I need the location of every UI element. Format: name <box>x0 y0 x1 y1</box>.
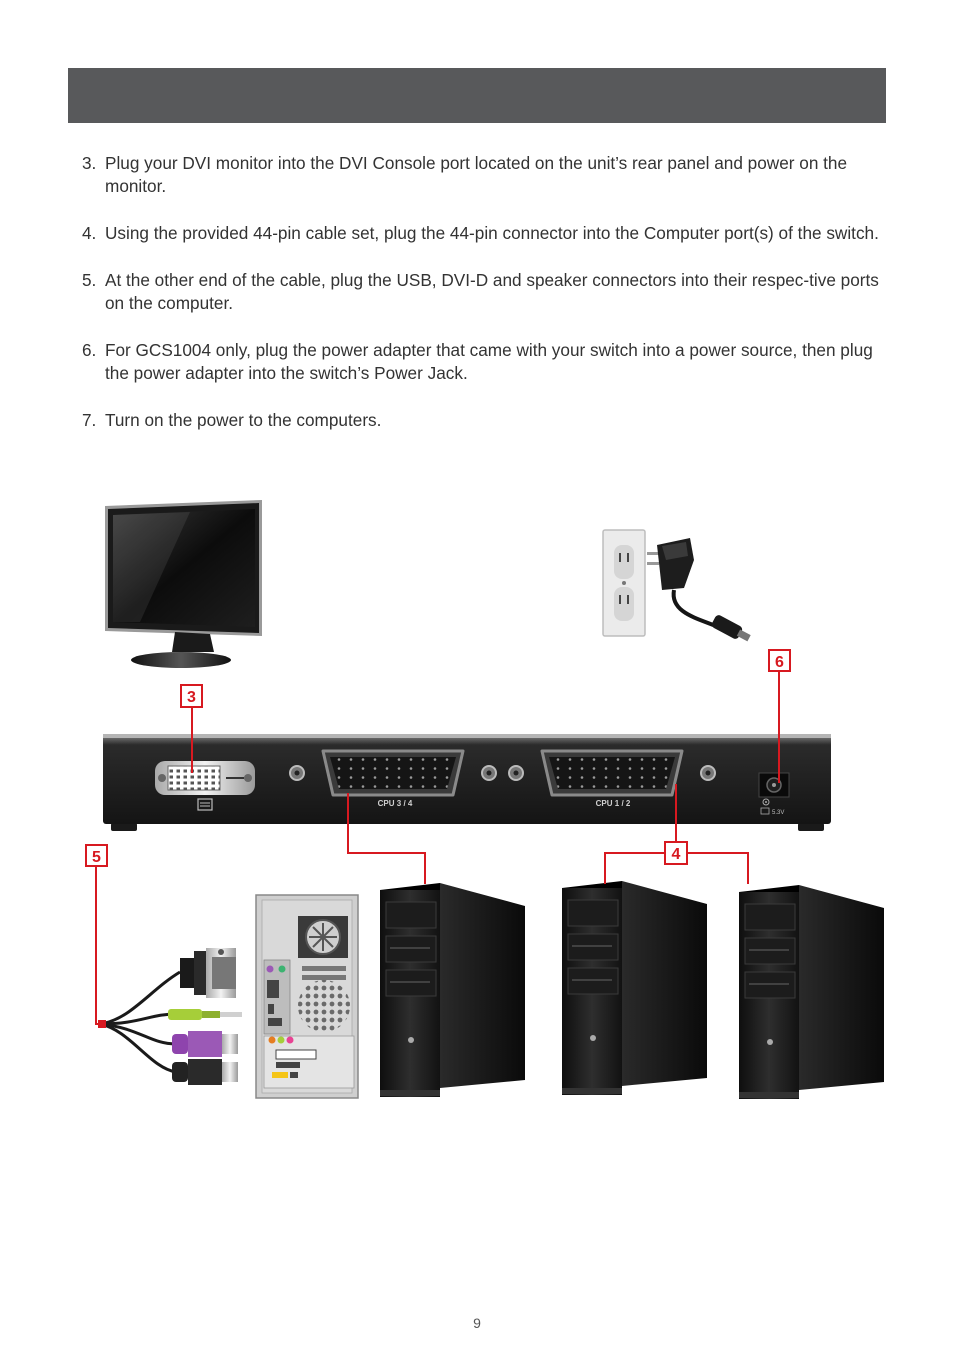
callout-6: 6 <box>768 649 791 672</box>
computer-rear-panel-image <box>255 894 359 1099</box>
step-item: 3. Plug your DVI monitor into the DVI Con… <box>82 152 882 198</box>
callout-5-label: 5 <box>92 849 101 866</box>
step-text: At the other end of the cable, plug the … <box>105 270 879 313</box>
step-item: 4. Using the provided 44-pin cable set, p… <box>82 222 882 245</box>
callout-4-label: 4 <box>672 846 681 863</box>
power-adapter-image <box>647 538 751 642</box>
cpu-3-4-label: CPU 3 / 4 <box>378 799 413 808</box>
power-voltage-label: 5.3V <box>772 810 784 816</box>
callout-3: 3 <box>180 684 203 708</box>
step-number: 3. <box>82 153 97 173</box>
dvi-d-connector <box>180 948 236 998</box>
callout-6-label: 6 <box>775 654 784 671</box>
step-text: Turn on the power to the computers. <box>105 410 382 430</box>
callout-4: 4 <box>664 841 688 865</box>
speaker-connector <box>168 1009 242 1020</box>
step-item: 7. Turn on the power to the computers. <box>82 409 882 432</box>
power-polarity-icon <box>760 798 770 815</box>
cpu-1-2-label: CPU 1 / 2 <box>596 799 631 808</box>
computer-tower-3 <box>738 884 885 1100</box>
step-number: 5. <box>82 270 97 290</box>
monitor-port-icon <box>197 798 213 811</box>
step-text: Plug your DVI monitor into the DVI Conso… <box>105 153 848 196</box>
power-jack <box>758 772 790 798</box>
step-number: 7. <box>82 410 97 430</box>
page-number: 9 <box>473 1315 481 1331</box>
step-number: 6. <box>82 340 97 360</box>
instruction-steps: 3. Plug your DVI monitor into the DVI Con… <box>82 152 882 456</box>
header-bar <box>68 68 886 123</box>
step-text: Using the provided 44-pin cable set, plu… <box>105 223 879 243</box>
callout-3-label: 3 <box>187 689 196 706</box>
usb-connector-black <box>172 1059 238 1085</box>
step-item: 5. At the other end of the cable, plug th… <box>82 269 882 315</box>
cable-set-connectors-image <box>99 948 242 1085</box>
step-text: For GCS1004 only, plug the power adapter… <box>105 340 873 383</box>
connection-diagram: CPU 3 / 4 CPU 1 / 2 5.3V <box>85 500 885 1100</box>
dvi-console-port <box>155 761 255 795</box>
cable-junction-marker <box>98 1020 106 1028</box>
monitor-image <box>105 500 262 668</box>
kvm-switch-rear-panel: CPU 3 / 4 CPU 1 / 2 5.3V <box>103 734 831 831</box>
callout-5: 5 <box>85 844 108 867</box>
computer-tower-2 <box>561 880 708 1096</box>
computer-tower-1 <box>379 882 526 1098</box>
step-item: 6. For GCS1004 only, plug the power adapt… <box>82 339 882 385</box>
wall-outlet-image <box>602 529 646 637</box>
usb-connector-purple <box>172 1031 238 1057</box>
step-number: 4. <box>82 223 97 243</box>
